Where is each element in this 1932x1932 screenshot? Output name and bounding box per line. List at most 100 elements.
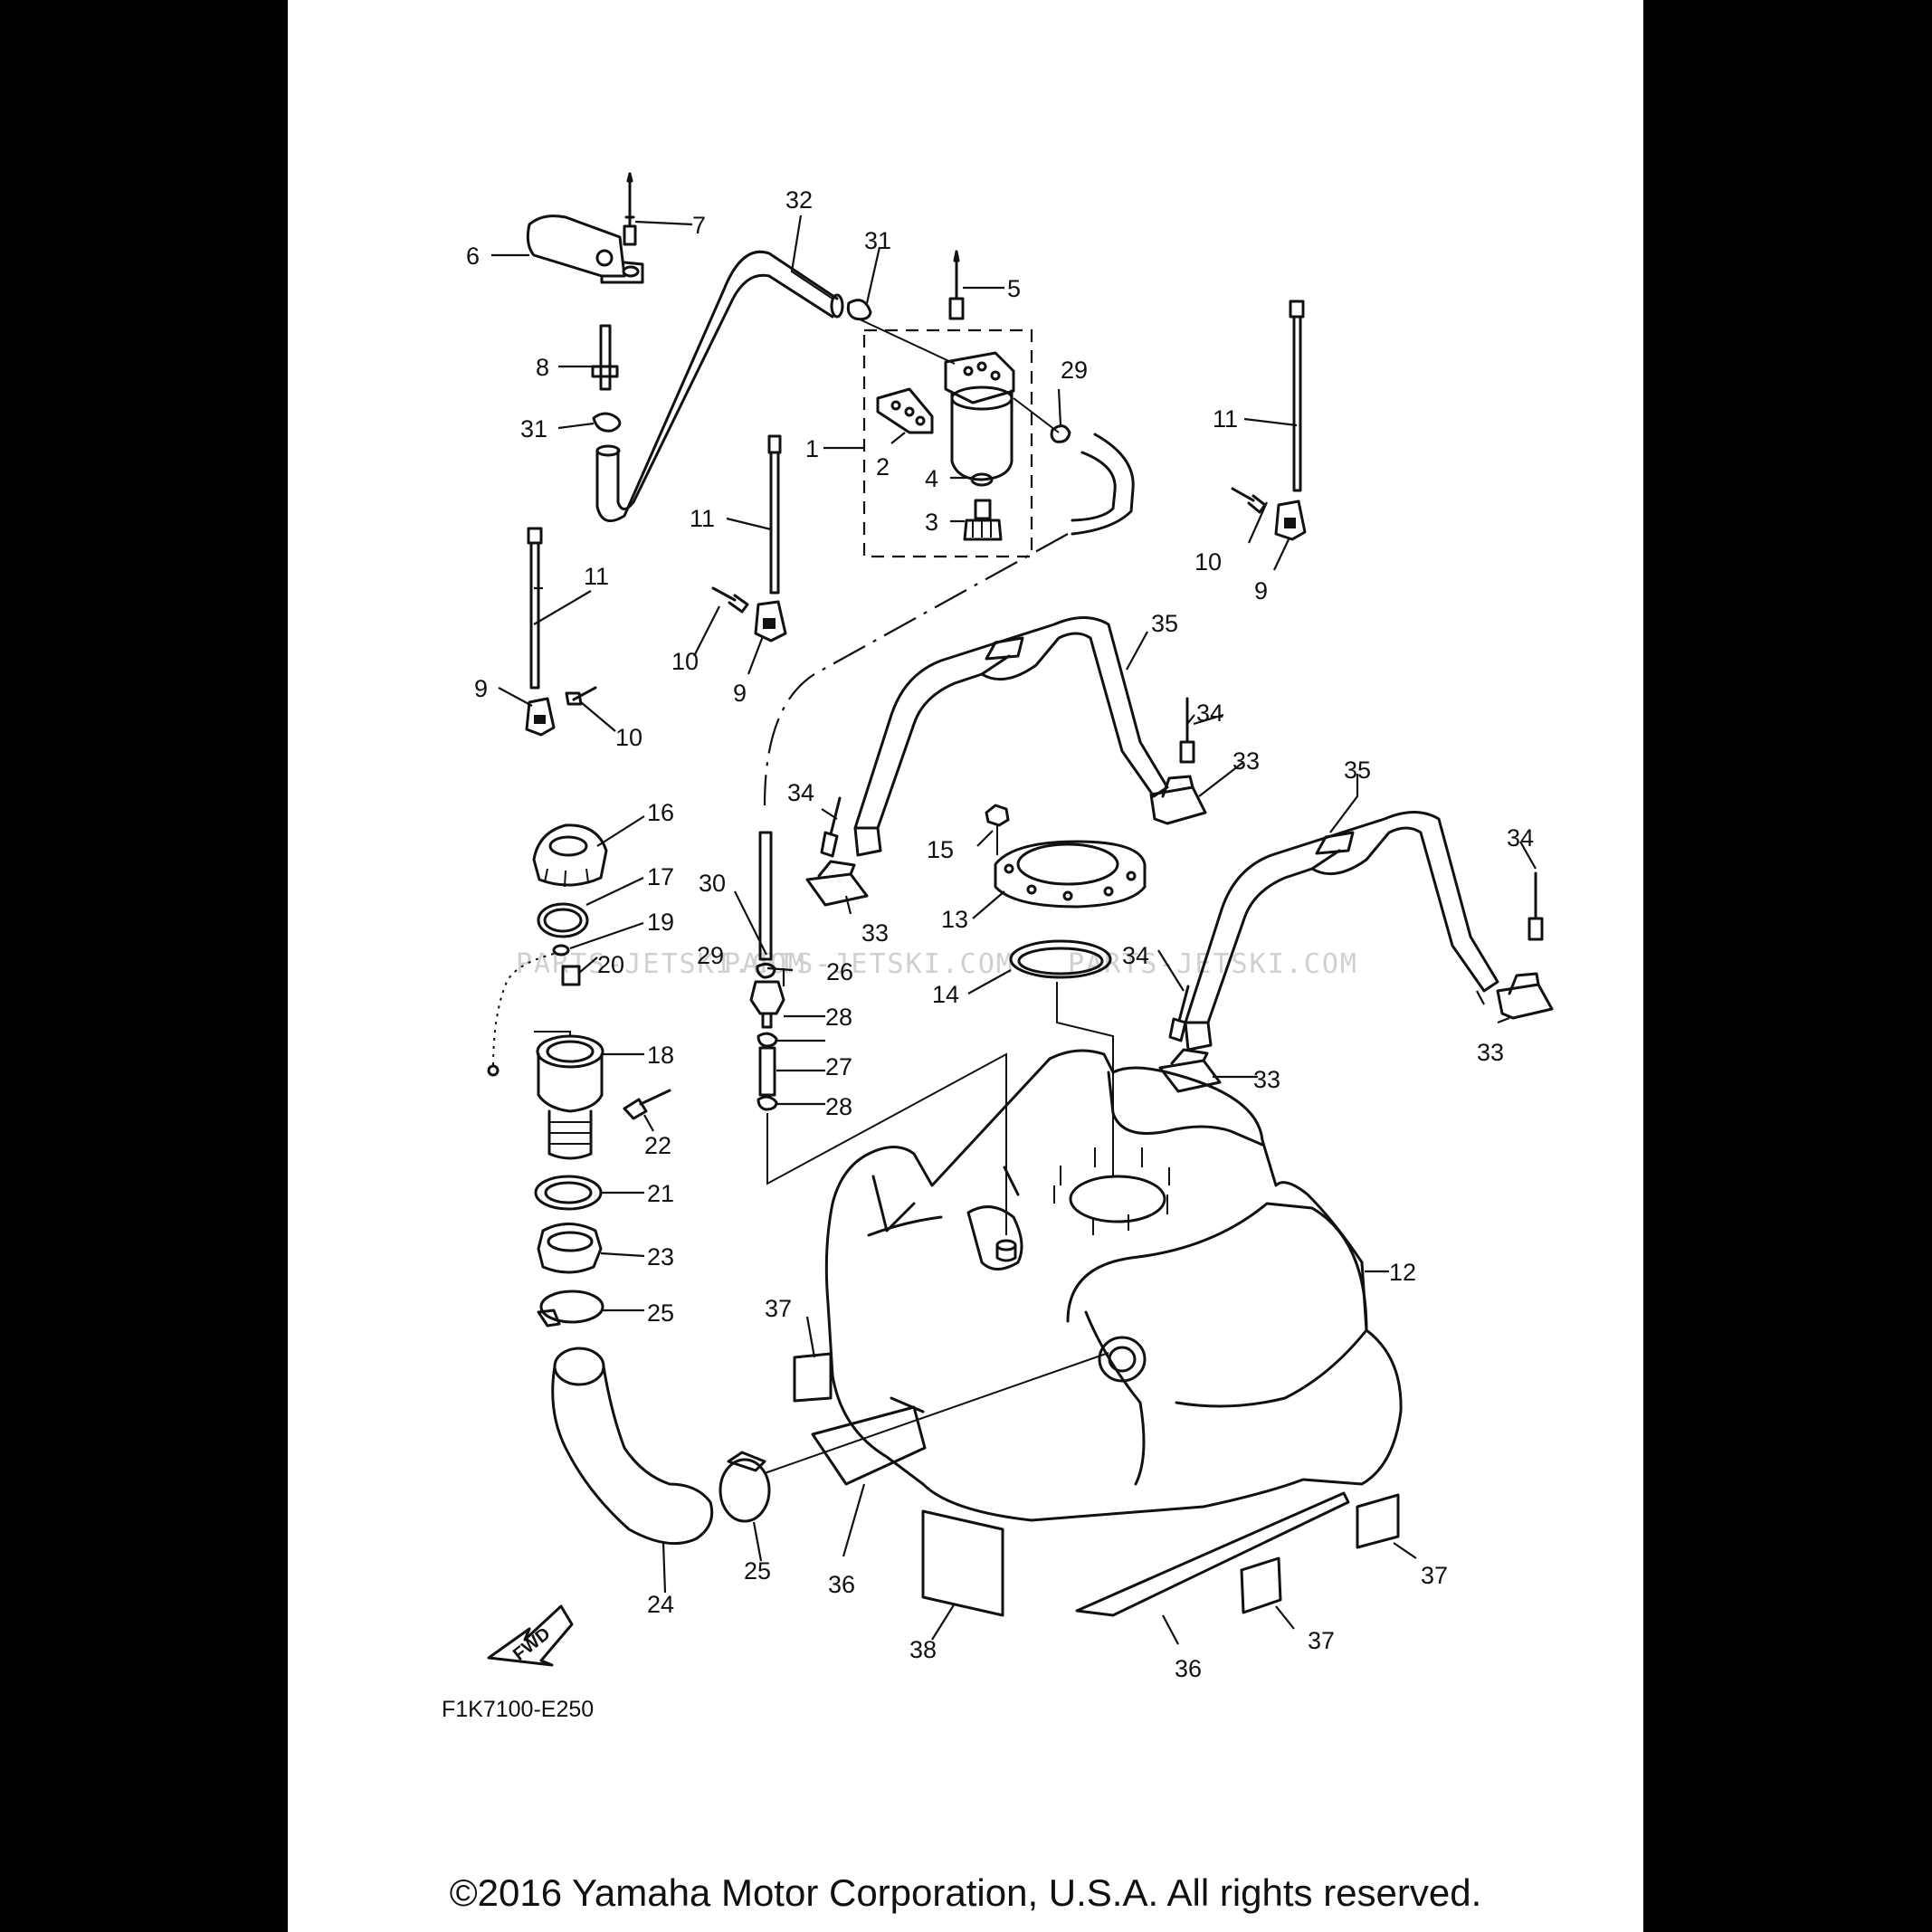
callout-labels: 1 2 3 4 5 6 7 8 9 9 9 10 10 10 11 11 11 …: [466, 186, 1534, 1682]
callout-10a: 10: [615, 724, 642, 751]
routing-line: [763, 533, 1069, 806]
part-34-rivet-b: [820, 796, 842, 858]
diagram-code: F1K7100-E250: [442, 1697, 594, 1722]
part-11-cable-tie-right: [1289, 300, 1305, 492]
part-11-cable-tie-left: [527, 527, 543, 690]
part-16-filler-cap: [532, 823, 608, 888]
part-4-o-ring: [970, 472, 994, 487]
callout-26: 26: [826, 958, 853, 985]
tether-chain: [487, 953, 555, 1077]
callout-7: 7: [692, 212, 706, 239]
callout-33b: 33: [861, 919, 889, 947]
callout-34c: 34: [1507, 824, 1534, 852]
part-15-nut: [985, 804, 1010, 855]
part-13-flange-plate: [994, 840, 1147, 909]
part-37-pad-a: [793, 1352, 833, 1403]
callout-34d: 34: [1122, 942, 1149, 969]
part-9-clamp-left: [525, 697, 556, 737]
callout-9a: 9: [474, 675, 488, 702]
part-22-screw: [623, 1089, 671, 1120]
callout-25a: 25: [647, 1299, 674, 1327]
part-10-rivet-right: [1231, 487, 1267, 514]
part-19-ring: [552, 944, 570, 956]
callout-19: 19: [647, 909, 674, 936]
callout-11a: 11: [584, 563, 609, 590]
part-32-hose: [595, 251, 844, 523]
part-34-rivet-c: [1528, 871, 1544, 941]
callout-13: 13: [941, 906, 968, 933]
part-17-gasket: [537, 902, 589, 938]
part-25-clamp-upper: [537, 1290, 604, 1328]
part-27-hose: [758, 1046, 776, 1097]
part-24-filler-hose: [551, 1347, 714, 1546]
part-37-pad-c: [1356, 1493, 1400, 1549]
callout-37c: 37: [1421, 1562, 1448, 1589]
callout-17: 17: [647, 863, 674, 890]
callout-37b: 37: [1308, 1627, 1335, 1654]
callout-2: 2: [876, 453, 890, 481]
callout-6: 6: [466, 243, 480, 270]
callout-10c: 10: [1194, 548, 1222, 576]
callout-35a: 35: [1151, 610, 1178, 637]
callout-29a: 29: [1061, 357, 1088, 384]
part-33-bracket-c: [1496, 972, 1554, 1020]
callout-28a: 28: [825, 1004, 852, 1031]
callout-34b: 34: [787, 779, 814, 806]
callout-22: 22: [644, 1132, 671, 1159]
part-33-bracket-a: [1149, 775, 1207, 825]
callout-10b: 10: [671, 648, 699, 675]
diagram-sheet: [288, 0, 1643, 1932]
part-2-bracket: [876, 387, 934, 434]
callout-27: 27: [825, 1053, 852, 1080]
part-37-pad-b: [1240, 1556, 1282, 1614]
callout-31a: 31: [520, 415, 547, 443]
fwd-label: FWD: [509, 1623, 554, 1664]
part-29-clip-top: [1013, 397, 1071, 443]
part-33-bracket-b: [805, 860, 869, 907]
part-12-fuel-tank: [824, 1049, 1403, 1522]
callout-33a: 33: [1232, 747, 1260, 775]
callout-36b: 36: [1175, 1655, 1202, 1682]
callout-21: 21: [647, 1180, 674, 1207]
part-6-cover: [526, 214, 644, 284]
part-fuel-hose-filter: [1071, 433, 1135, 536]
callout-16: 16: [647, 799, 674, 826]
part-34-rivet-d: [1168, 985, 1190, 1042]
part-9-clamp-center: [754, 600, 787, 642]
callout-31b: 31: [864, 227, 891, 254]
part-30-pipe: [758, 831, 773, 961]
watermark-text-3: PARTS-JETSKI.COM: [1068, 948, 1358, 980]
part-7-bolt: [623, 172, 637, 246]
part-8-pin: [591, 324, 619, 391]
callout-20: 20: [597, 951, 624, 978]
part-23-nut: [537, 1223, 603, 1274]
callout-15: 15: [927, 836, 954, 863]
part-29-clip-vent: [756, 962, 776, 979]
part-31-clip-right: [846, 299, 956, 365]
part-34-rivet-a: [1179, 697, 1195, 764]
part-28-clip-upper: [757, 1032, 778, 1048]
callout-11b: 11: [690, 505, 715, 532]
callout-12: 12: [1389, 1259, 1416, 1286]
callout-14: 14: [932, 981, 959, 1008]
part-10-rivet-center: [711, 586, 749, 614]
part-31-clip-left: [592, 412, 622, 433]
part-26-check-valve: [749, 980, 785, 1029]
callout-33d: 33: [1253, 1066, 1280, 1093]
part-28-clip-lower: [757, 1095, 778, 1111]
callout-29b: 29: [697, 942, 724, 969]
callout-32: 32: [785, 186, 813, 214]
part-35-strap-upper: [853, 616, 1169, 857]
part-36-strip-a: [811, 1405, 927, 1486]
part-38-pad: [921, 1509, 1004, 1617]
callout-4: 4: [925, 465, 938, 492]
part-5-bolt: [948, 250, 965, 320]
callout-36a: 36: [828, 1571, 855, 1598]
callout-8: 8: [536, 354, 549, 381]
part-20-screw: [561, 965, 581, 986]
copyright-notice: ©2016 Yamaha Motor Corporation, U.S.A. A…: [449, 1871, 1482, 1914]
callout-35b: 35: [1344, 757, 1371, 784]
callout-33c: 33: [1477, 1039, 1504, 1066]
part-35-strap-lower: [1184, 811, 1499, 1052]
callout-37a: 37: [765, 1295, 792, 1322]
